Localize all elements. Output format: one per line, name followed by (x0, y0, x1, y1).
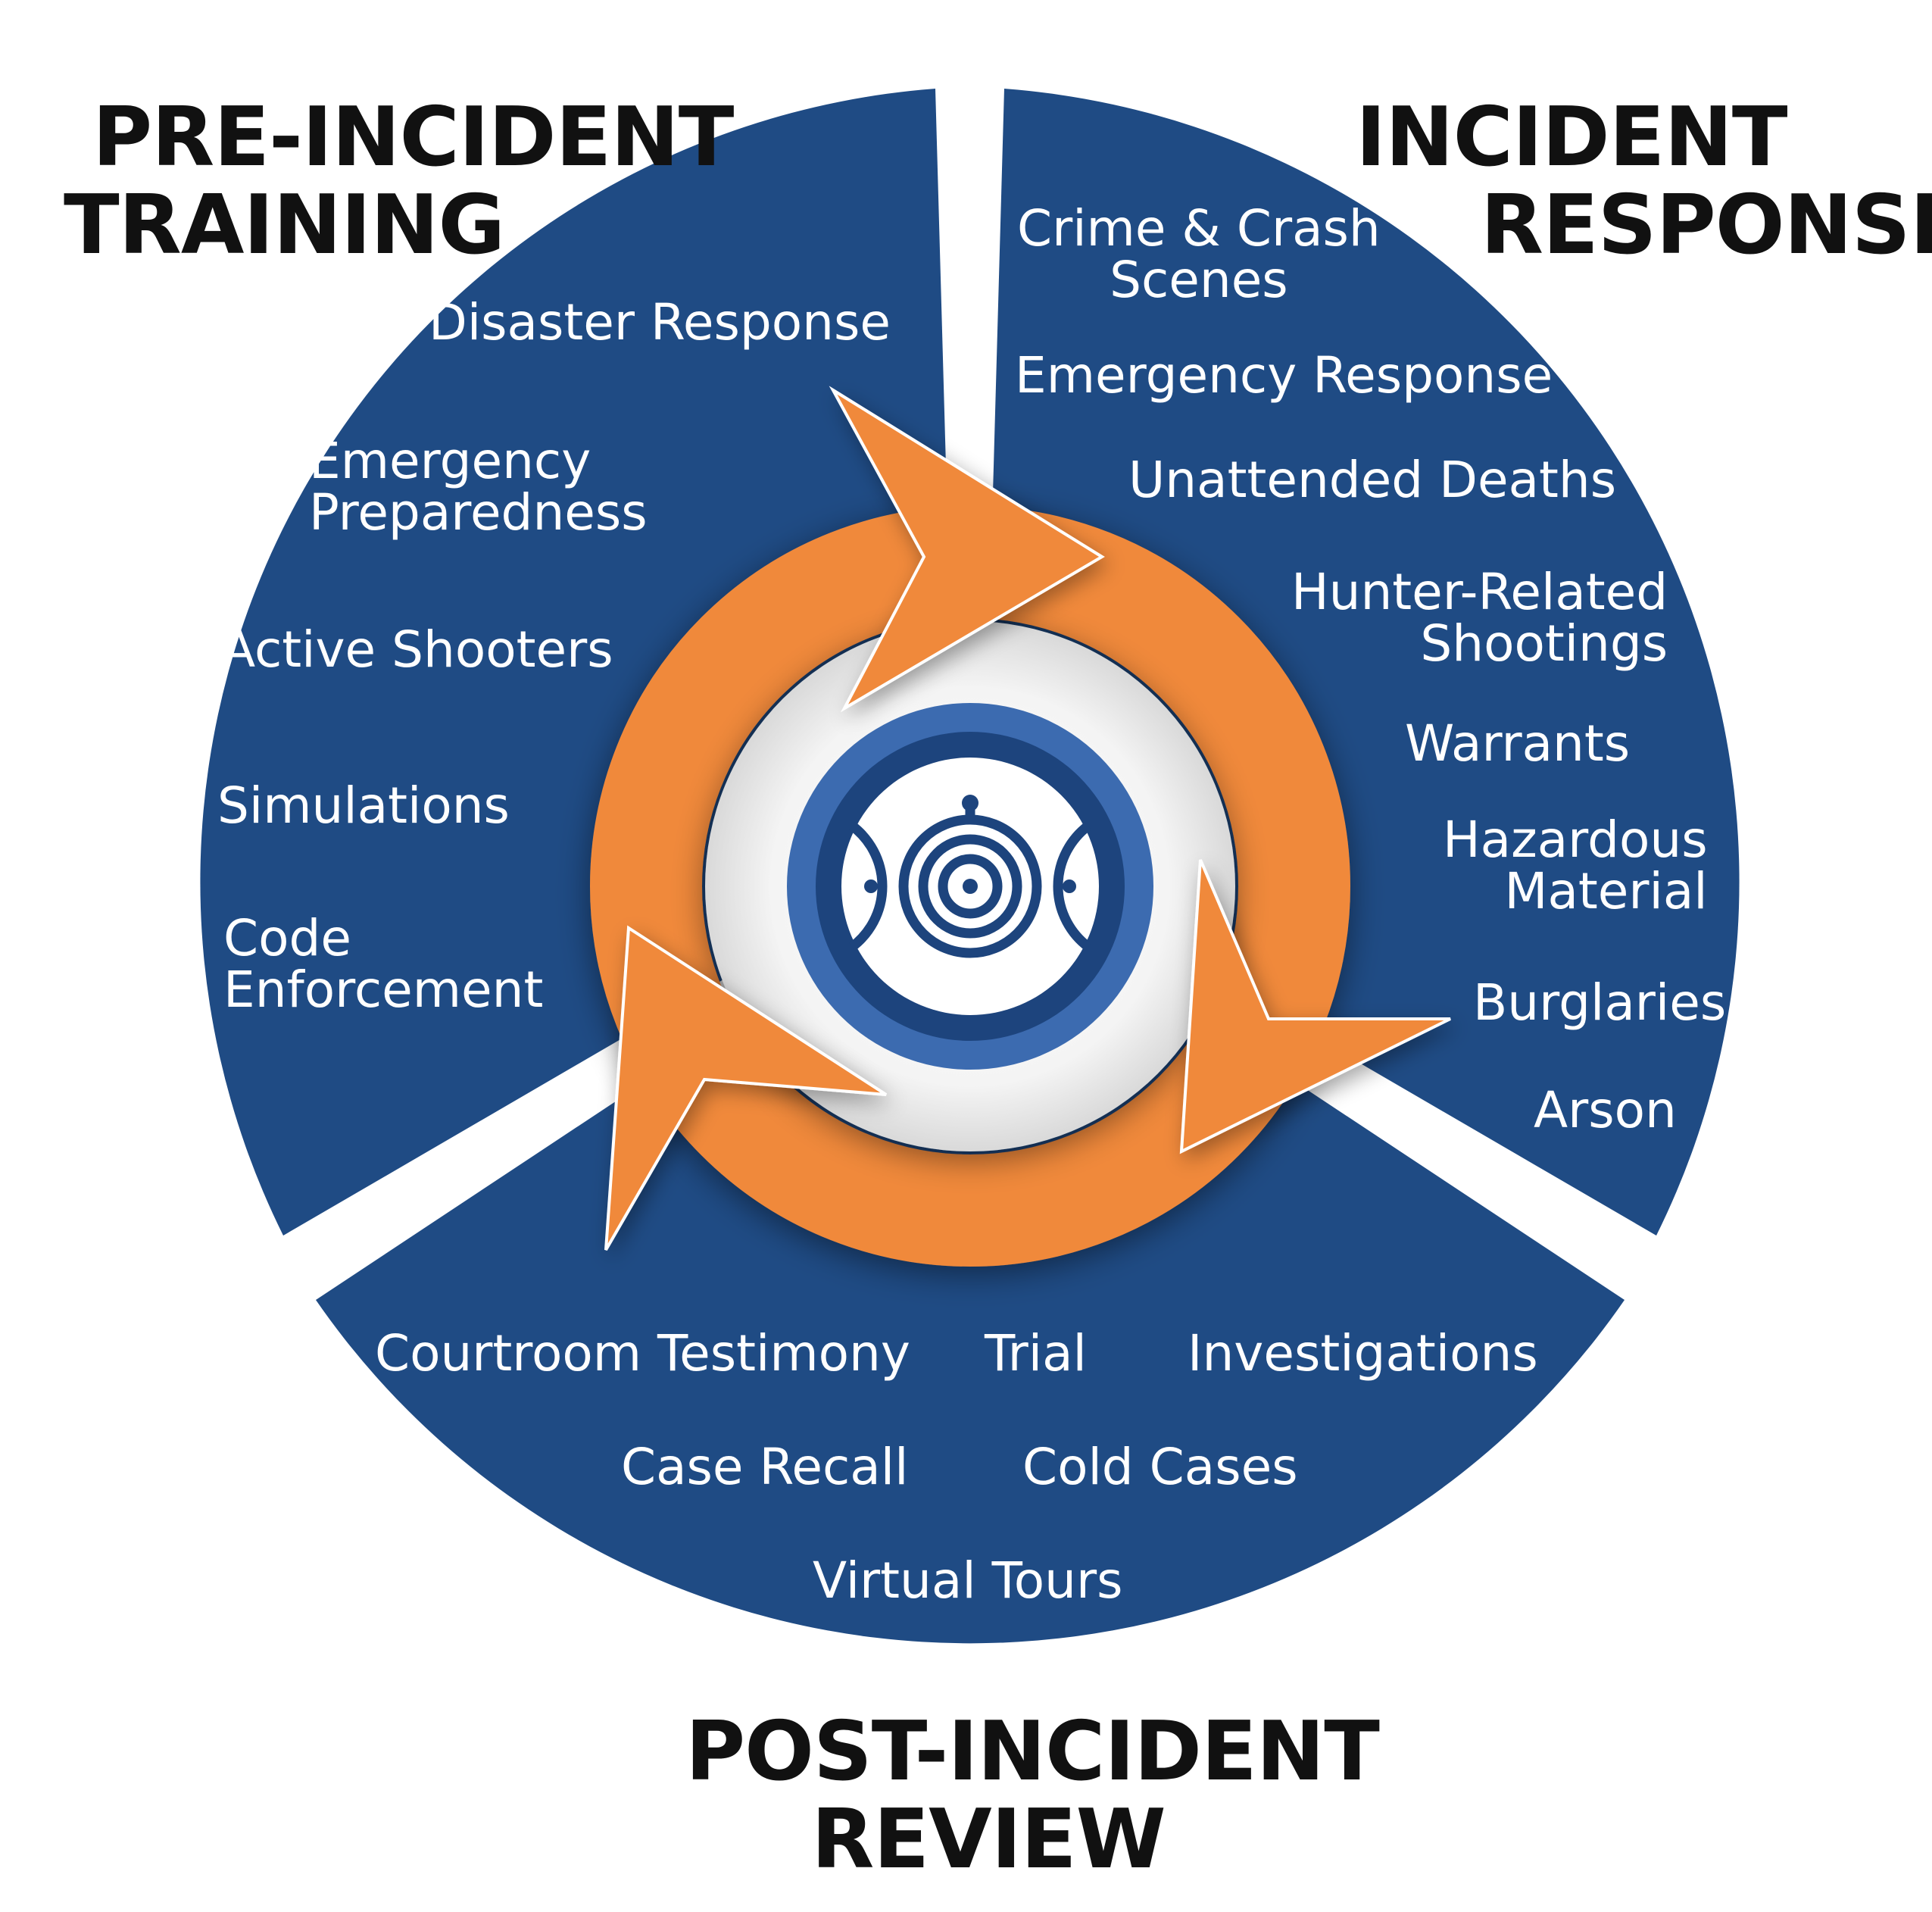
item-text: Code (223, 909, 351, 967)
item-arson: Arson (1534, 1085, 1677, 1136)
item-text: Preparedness (309, 483, 648, 542)
item-cold-cases: Cold Cases (1022, 1442, 1298, 1493)
incident-response-heading: INCIDENT RESPONSE (1356, 94, 1932, 270)
item-text: Enforcement (223, 961, 544, 1019)
item-text: Active Shooters (221, 620, 613, 679)
item-crime-crash-scenes: Crime & Crash Scenes (1017, 203, 1381, 306)
heading-line: RESPONSE (1480, 178, 1932, 273)
item-text: Trial (985, 1324, 1087, 1382)
item-warrants: Warrants (1405, 718, 1630, 770)
item-text: Crime & Crash (1017, 199, 1381, 258)
item-disaster-response: Disaster Response (429, 297, 891, 348)
heading-line: POST-INCIDENT (685, 1704, 1380, 1799)
item-hazardous-material: Hazardous Material (1443, 814, 1708, 917)
item-code-enforcement: Code Enforcement (223, 913, 543, 1016)
item-text: Shootings (1420, 614, 1668, 673)
item-virtual-tours: Virtual Tours (813, 1555, 1122, 1607)
post-incident-review-heading: POST-INCIDENT REVIEW (685, 1704, 1380, 1887)
item-text: Disaster Response (429, 293, 891, 351)
item-text: Material (1504, 862, 1708, 920)
item-text: Courtroom Testimony (375, 1324, 910, 1382)
item-hunter-related-shootings: Hunter-Related Shootings (1291, 567, 1668, 670)
heading-line: TRAINING (64, 178, 505, 273)
item-text: Simulations (217, 776, 510, 835)
item-burglaries: Burglaries (1473, 977, 1726, 1029)
pre-incident-training-heading: PRE-INCIDENT TRAINING (64, 90, 734, 270)
item-text: Case Recall (621, 1438, 909, 1496)
item-investigations: Investigations (1188, 1328, 1538, 1379)
arrow-to-incident-response (829, 386, 1105, 713)
item-text: Warrants (1405, 714, 1631, 773)
item-active-shooters: Active Shooters (221, 624, 613, 676)
item-text: Virtual Tours (813, 1551, 1123, 1610)
item-text: Hunter-Related (1291, 563, 1668, 621)
item-emergency-preparedness: Emergency Preparedness (309, 436, 648, 539)
heading-line: PRE-INCIDENT (92, 90, 734, 185)
item-text: Unattended Deaths (1128, 451, 1617, 509)
item-text: Emergency Response (1015, 346, 1553, 405)
item-unattended-deaths: Unattended Deaths (1128, 455, 1616, 506)
item-emergency-response: Emergency Response (1015, 350, 1553, 401)
3d-scanner-rings-icon (849, 795, 1091, 958)
item-text: Hazardous (1443, 811, 1708, 869)
arrow-to-post-incident (1179, 859, 1451, 1154)
item-text: Cold Cases (1022, 1438, 1298, 1496)
item-text: Burglaries (1473, 973, 1727, 1032)
item-trial: Trial (985, 1328, 1087, 1379)
heading-line: REVIEW (811, 1792, 1166, 1887)
item-courtroom-testimony: Courtroom Testimony (375, 1328, 910, 1379)
item-text: Scenes (1110, 251, 1288, 309)
item-simulations: Simulations (217, 780, 510, 832)
arrow-to-pre-incident (604, 925, 888, 1251)
item-text: Emergency (309, 432, 591, 490)
heading-line: INCIDENT (1356, 90, 1787, 185)
item-case-recall: Case Recall (621, 1442, 908, 1493)
item-text: Arson (1534, 1081, 1677, 1139)
item-text: Investigations (1188, 1324, 1538, 1382)
